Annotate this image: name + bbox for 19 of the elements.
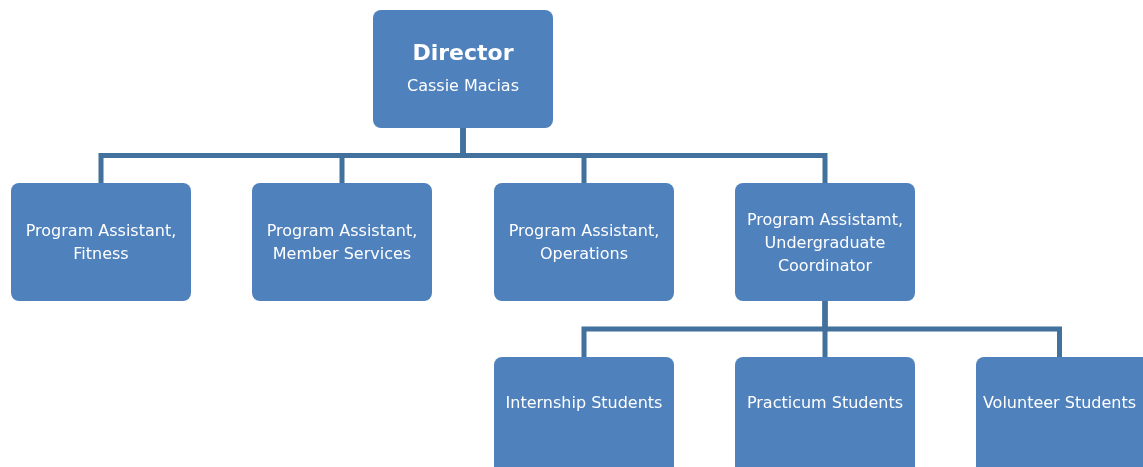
role-box [976,357,1143,467]
role-box [252,183,432,301]
role-text: Volunteer Students [982,392,1137,414]
role-text: Program Assistant, Operations [507,220,661,265]
role-text: Program Assistant, Member Services [265,220,419,265]
role-box [735,183,915,301]
role-box [11,183,191,301]
role-text: Practicum Students [746,392,904,414]
role-box [494,183,674,301]
role-box [735,357,915,467]
role-text: Program Assistant, Fitness [24,220,178,265]
connector-line [460,128,828,183]
name-text: Cassie Macias [407,75,519,97]
connector-line [822,301,1062,357]
title-text: Director [412,41,514,64]
role-box [494,357,674,467]
director-box [373,10,553,128]
role-text: Program Assistamt, Undergraduate Coordinator [746,208,904,277]
role-text: Internship Students [505,392,663,414]
